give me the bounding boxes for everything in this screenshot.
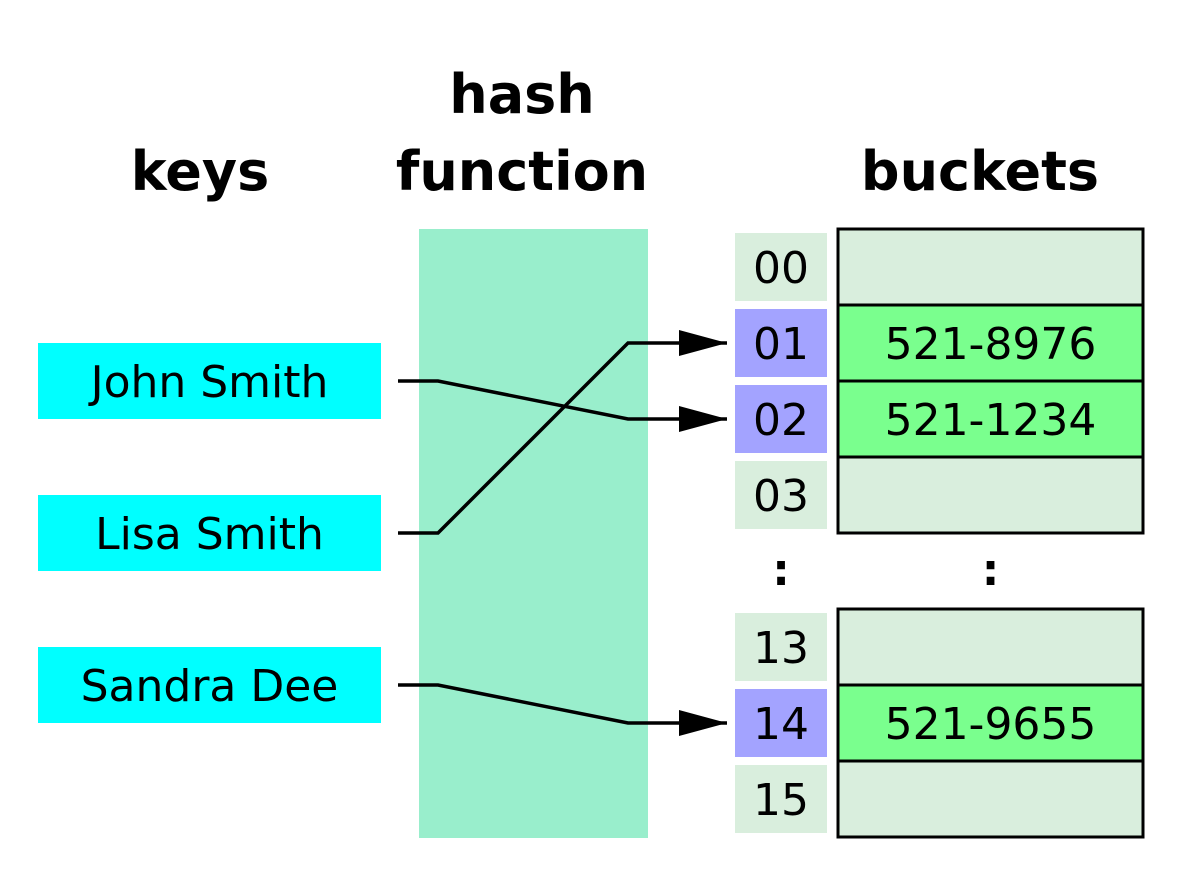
bucket-slot-15 — [836, 759, 1145, 839]
bucket-index-03: 03 — [753, 471, 809, 522]
bucket-index-cell-01 — [735, 309, 827, 377]
hash-function-heading-line1: hash — [449, 63, 594, 126]
hash-arrow-sandra-dee-to-14 — [398, 683, 727, 736]
bucket-slot-00 — [836, 227, 1145, 307]
hash-arrow-john-smith-to-02 — [398, 379, 727, 432]
key-label: Sandra Dee — [81, 661, 339, 712]
keys-heading: keys — [131, 140, 269, 203]
bucket-index-13: 13 — [753, 623, 809, 674]
bucket-group: 00 01 521-8976 02 521-1234 03 — [735, 227, 1145, 535]
bucket-index-cell-15 — [735, 765, 827, 833]
bucket-slot-01 — [836, 303, 1145, 383]
hash-arrow-lisa-smith-to-01 — [398, 330, 727, 535]
hash-function-block — [419, 229, 648, 838]
hash-mappings — [398, 330, 727, 736]
key-box — [38, 647, 381, 723]
index-ellipsis: : — [772, 545, 790, 596]
bucket-value-14: 521-9655 — [885, 699, 1097, 750]
bucket-slot-03 — [836, 455, 1145, 535]
key-sandra-dee: Sandra Dee — [38, 647, 381, 723]
bucket-index-14: 14 — [753, 699, 809, 750]
bucket-value-01: 521-8976 — [885, 319, 1097, 370]
bucket-index-cell-13 — [735, 613, 827, 681]
key-box — [38, 343, 381, 419]
key-lisa-smith: Lisa Smith — [38, 495, 381, 571]
hash-function-heading-line2: function — [396, 140, 648, 203]
bucket-index-cell-00 — [735, 233, 827, 301]
bucket-index-cell-14 — [735, 689, 827, 757]
bucket-index-01: 01 — [753, 319, 809, 370]
key-label: John Smith — [88, 357, 329, 408]
bucket-group: 13 14 521-9655 15 — [735, 607, 1145, 839]
bucket-slot-02 — [836, 379, 1145, 459]
bucket-index-cell-02 — [735, 385, 827, 453]
key-label: Lisa Smith — [95, 509, 324, 560]
bucket-ellipsis: : — [982, 545, 1000, 596]
buckets-heading: buckets — [861, 140, 1099, 203]
key-box — [38, 495, 381, 571]
bucket-index-cell-03 — [735, 461, 827, 529]
bucket-index-15: 15 — [753, 775, 809, 826]
bucket-index-00: 00 — [753, 243, 809, 294]
bucket-slot-14 — [836, 683, 1145, 763]
bucket-value-02: 521-1234 — [885, 395, 1097, 446]
bucket-slot-13 — [836, 607, 1145, 687]
bucket-index-02: 02 — [753, 395, 809, 446]
key-john-smith: John Smith — [38, 343, 381, 419]
